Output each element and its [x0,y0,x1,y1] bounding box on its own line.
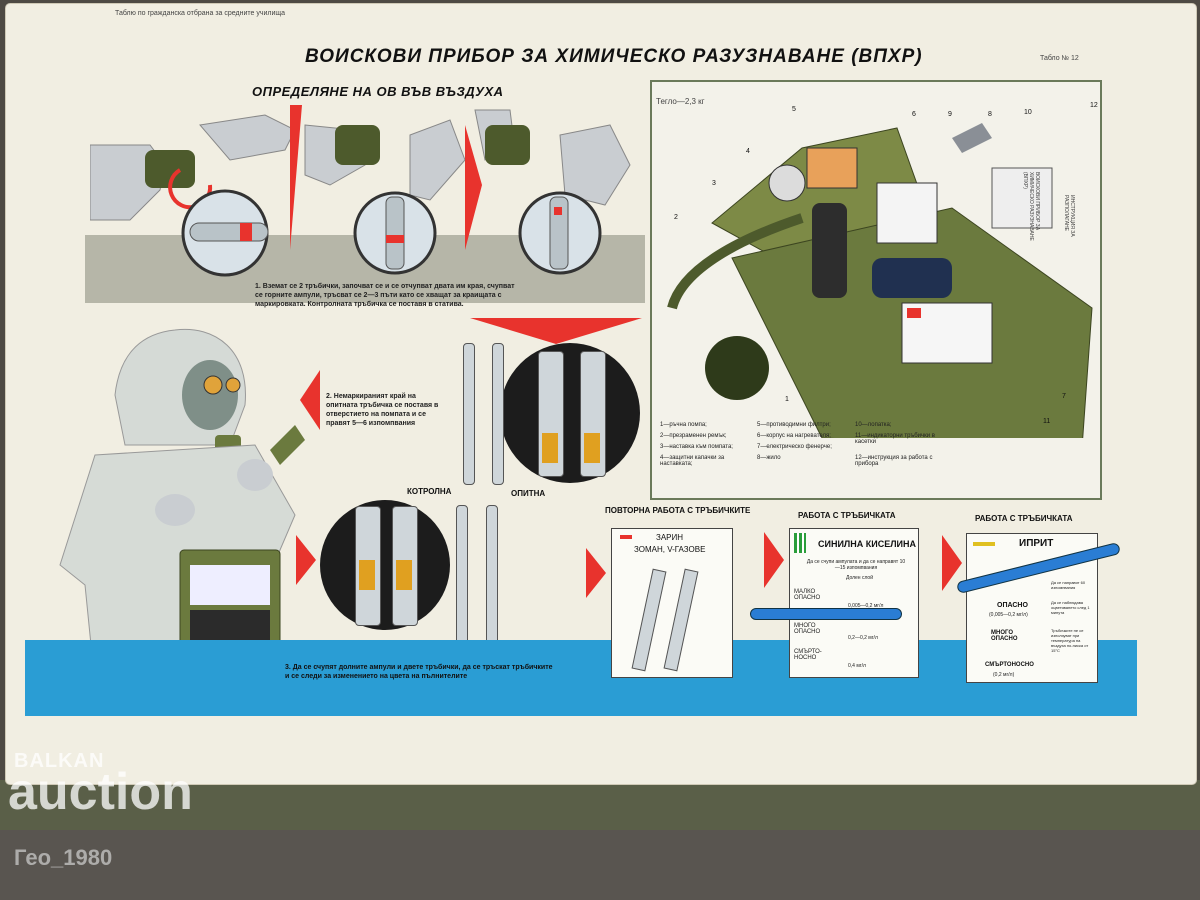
section2-row3: СМЪРТО-НОСНО [794,649,822,661]
device-num-7: 7 [1062,393,1066,400]
device-num-8: 8 [988,111,992,118]
tube-control-top [463,343,475,485]
device-weight: Тегло—2,3 кг [656,97,705,106]
section2-note: Да се счупи ампулата и да се направят 10… [806,559,906,571]
section3-name: ИПРИТ [1019,538,1054,549]
device-num-6: 6 [912,111,916,118]
step-3-text: 3. Да се счупят долните ампули и двете т… [285,664,553,680]
section2-heading: РАБОТА С ТРЪБИЧКАТА [798,511,896,520]
section2-col: Долен слой [846,575,874,581]
section3-val3: (0,2 мг/л) [993,672,1015,678]
poster-subtitle: ОПРЕДЕЛЯНЕ НА ОВ ВЪВ ВЪЗДУХА [252,84,504,99]
soldier-illustration [59,328,305,686]
device-num-5: 5 [792,106,796,113]
device-num-9: 9 [948,111,952,118]
section2-tube [750,608,902,620]
section3-row3: СМЪРТОНОСНО [985,662,1034,668]
legend-5: 5—противодимни филтри; [757,422,831,428]
label-test: ОПИТНА [511,489,546,498]
device-num-4: 4 [746,148,750,155]
section1-heading: ПОВТОРНА РАБОТА С ТРЪБИЧКИТЕ [605,506,751,515]
watermark-user: Гео_1980 [14,845,113,870]
section2-val2: 0,2—0,2 мг/л [848,635,878,641]
legend-4: 4—защитни капачки за наставката; [660,455,725,467]
device-num-10: 10 [1024,109,1032,116]
tube-test-bottom [486,505,498,655]
device-num-2: 2 [674,214,678,221]
step-2-text: 2. Немаркираният край на опитната тръбич… [326,393,439,427]
legend-7: 7—електрическо фенерче; [757,444,832,450]
section1-line2: ЗОМАН, V-ГАЗОВЕ [634,545,706,554]
label-control: КОТРОЛНА [407,487,452,496]
tube-test-top [492,343,504,485]
legend-11: 11—индикаторни тръбички в касетки [855,433,935,445]
poster-title: ВОИСКОВИ ПРИБОР ЗА ХИМИЧЕСКО РАЗУЗНАВАНЕ… [305,46,923,67]
section3-row2: МНОГО ОПАСНО [991,630,1018,642]
section3-heading: РАБОТА С ТРЪБИЧКАТА [975,514,1073,523]
section3-note1: Да се направят 60 изпомпвания [1051,580,1086,590]
legend-1: 1—ръчна помпа; [660,422,707,428]
blue-band [25,640,1137,716]
section2-val1: 0,005—0,2 мг/л [848,603,884,609]
poster-series-caption: Таблю по гражданска отбрана за средните … [115,10,286,17]
tablecloth [0,780,1200,830]
device-illustration [667,123,1093,438]
legend-8: 8—жило [757,455,781,461]
section2-val3: 0,4 мг/л [848,663,866,669]
section3-row1: ОПАСНО [997,602,1028,609]
legend-2: 2—презраменен ремък; [660,433,727,439]
device-instruction: ИНСТРУКЦИЯ ЗА РАЗПОЛАГАНЕ [1063,195,1075,237]
device-num-3: 3 [712,180,716,187]
legend-6: 6—корпус на нагревателя; [757,433,831,439]
legend-10: 10—лопатка; [855,422,892,428]
section2-card: СИНИЛНА КИСЕЛИНА Да се счупи ампулата и … [789,528,919,678]
zoom-circle-top [500,343,640,483]
watermark-brand-top: BALKAN [14,750,105,772]
tube-control-bottom [456,505,468,655]
section1-card: ЗАРИН ЗОМАН, V-ГАЗОВЕ [611,528,733,678]
legend-12: 12—инструкция за работа с прибора [855,455,933,467]
section2-row2: МНОГО ОПАСНО [794,623,821,635]
poster-table-number: Табло № 12 [1040,55,1079,62]
section3-note2: Да се наблюдава оцветяването след 1 мину… [1051,600,1090,615]
legend-3: 3—наставка към помпата; [660,444,733,450]
zoom-circle-bottom [320,500,450,630]
section2-name: СИНИЛНА КИСЕЛИНА [818,539,916,549]
sampling-illustration [90,105,631,277]
device-num-11: 11 [1043,418,1051,425]
device-label: ВОИСКОВИ ПРИБОР ЗА ХИМИЧЕСКО РАЗУЗНАВАНЕ… [1022,172,1040,241]
section3-val1: (0,005—0,2 мг/л) [989,612,1028,618]
watermark-brand-bottom: auction [8,763,193,821]
device-num-1: 1 [785,396,789,403]
section1-line1: ЗАРИН [656,533,684,542]
section3-note3: Тръбичките не се използуват при температ… [1051,628,1089,653]
section2-row1: МАЛКО ОПАСНО [794,589,821,601]
step-1-text: 1. Вземат се 2 тръбички, започват се и с… [255,283,515,308]
device-num-12: 12 [1090,102,1098,109]
